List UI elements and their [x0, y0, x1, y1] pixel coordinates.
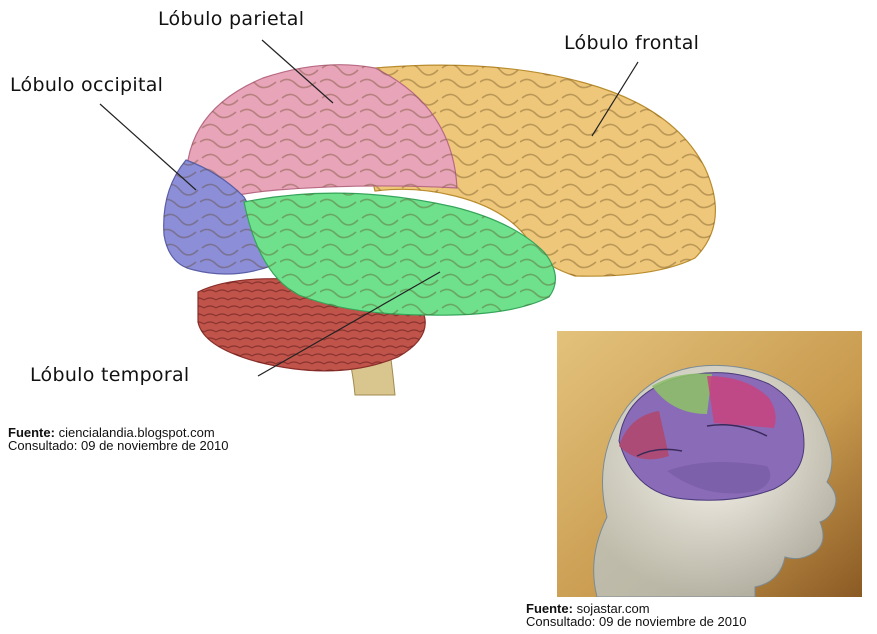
temporal-lobe-label: Lóbulo temporal	[30, 364, 190, 386]
source-caption-2: Fuente: sojastar.com Consultado: 09 de n…	[526, 602, 746, 628]
occipital-lobe-label: Lóbulo occipital	[10, 74, 163, 96]
head-brain-photo	[557, 331, 862, 597]
occipital-leader-line	[100, 104, 196, 190]
source-2-date: Consultado: 09 de noviembre de 2010	[526, 615, 746, 628]
source-caption-1: Fuente: ciencialandia.blogspot.com Consu…	[8, 426, 228, 452]
source-1-date: Consultado: 09 de noviembre de 2010	[8, 439, 228, 452]
parietal-lobe-label: Lóbulo parietal	[158, 8, 304, 30]
frontal-lobe-label: Lóbulo frontal	[564, 32, 699, 54]
